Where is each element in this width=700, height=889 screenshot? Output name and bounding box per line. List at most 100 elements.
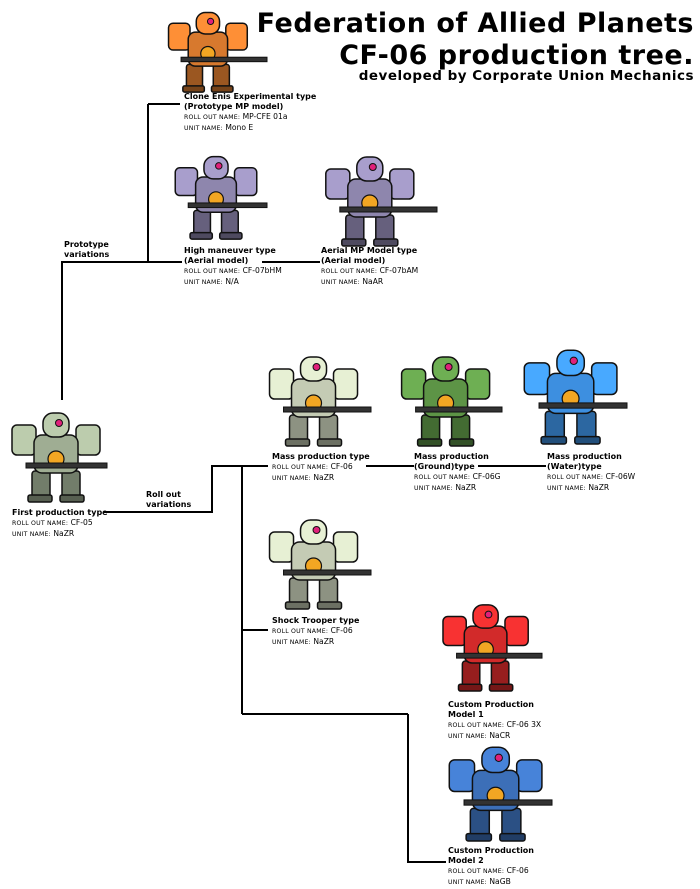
unit-name-line: Mass production [414, 452, 489, 461]
mech-shoulder [515, 759, 543, 793]
mech-foot [316, 601, 343, 610]
mech-foot [488, 683, 514, 692]
unit-card-custom-2: Custom Production Model 2 ROLL OUT NAME:… [448, 846, 534, 886]
mech-eye [312, 363, 321, 371]
mech-foot [182, 85, 206, 93]
rollout-value: CF-07bHM [242, 266, 282, 275]
connector-custom-vertical [407, 714, 446, 863]
unit-name-line: (Aerial model) [184, 256, 249, 265]
mech-foot [284, 601, 311, 610]
connector-rollout-trunk [104, 465, 268, 513]
unit-name-line: Custom Production [448, 846, 534, 855]
mech-illustration-mass-production [268, 356, 372, 447]
mech-eye [494, 753, 503, 762]
mech-eye [312, 526, 321, 534]
unit-name-line: Shock Trooper type [272, 616, 360, 625]
rollout-value: CF-06 [330, 626, 353, 635]
mech-foot [189, 231, 214, 240]
unit-value: NaZR [588, 483, 610, 492]
unit-name-line: Aerial MP Model type [321, 246, 418, 255]
mech-eye [206, 17, 215, 26]
mech-foot [210, 85, 234, 93]
unit-name-line: Mass production type [272, 452, 370, 461]
mech-weapon [187, 202, 268, 209]
rollout-value: CF-06G [472, 472, 501, 481]
mech-shoulder [268, 368, 295, 400]
mech-illustration-custom-2 [448, 746, 553, 842]
unit-name-line: High maneuver type [184, 246, 276, 255]
mech-shoulder [325, 168, 351, 200]
rollout-value: CF-07bAM [379, 266, 419, 275]
unit-card-custom-1: Custom Production Model 1 ROLL OUT NAME:… [448, 700, 542, 740]
unit-value: NaGB [489, 877, 511, 886]
mech-foot [416, 438, 443, 447]
mech-illustration-shock-trooper [268, 519, 372, 610]
unit-card-clone: Clone Enis Experimental type (Prototype … [184, 92, 317, 132]
mech-foot [59, 494, 85, 503]
mech-shoulder [332, 368, 359, 400]
connector-prototype-trunk [61, 261, 148, 400]
rollout-value: CF-06 [506, 866, 529, 875]
mech-foot [499, 832, 526, 842]
mech-shoulder [11, 424, 37, 456]
mech-foot [373, 238, 399, 247]
unit-value: NaZR [313, 637, 335, 646]
mech-foot [448, 438, 475, 447]
mech-shoulder [233, 166, 258, 197]
unit-name-line: Custom Production [448, 700, 534, 709]
rollout-value: CF-06W [605, 472, 636, 481]
mech-shoulder [590, 362, 618, 396]
rollout-value: MP-CFE 01a [242, 112, 288, 121]
unit-name-line: Model 1 [448, 710, 484, 719]
unit-value: N/A [225, 277, 239, 286]
unit-name-line: (Ground)type [414, 462, 475, 471]
mech-eye [55, 419, 63, 427]
mech-shoulder [225, 22, 249, 51]
unit-card-mass-production: Mass production type ROLL OUT NAME: CF-0… [272, 452, 370, 482]
mech-eye [368, 163, 377, 171]
mech-eye [444, 363, 453, 371]
unit-card-shock-trooper: Shock Trooper type ROLL OUT NAME: CF-06 … [272, 616, 360, 646]
mech-weapon [180, 56, 268, 63]
unit-card-aerial-mp: Aerial MP Model type (Aerial model) ROLL… [321, 246, 419, 286]
unit-card-ground: Mass production (Ground)type ROLL OUT NA… [414, 452, 501, 492]
unit-name-line: First production type [12, 508, 108, 517]
mech-eye [484, 610, 493, 619]
mech-illustration-aerial-mp [325, 156, 438, 247]
mech-weapon [456, 652, 543, 659]
mech-shoulder [167, 22, 191, 51]
mech-illustration-first-production [11, 412, 108, 503]
mech-eye [215, 162, 223, 170]
mech-shoulder [400, 368, 427, 400]
mech-illustration-ground [400, 356, 503, 447]
mech-eye [569, 356, 578, 365]
mech-shoulder [75, 424, 101, 456]
mech-shoulder [504, 615, 529, 647]
mech-shoulder [448, 759, 476, 793]
mech-shoulder [174, 166, 199, 197]
rollout-value: CF-05 [70, 518, 93, 527]
mech-weapon [283, 569, 372, 576]
mech-illustration-high-maneuver [174, 155, 268, 240]
unit-value: NaZR [53, 529, 75, 538]
unit-value: NaZR [313, 473, 335, 482]
mech-foot [465, 832, 493, 842]
unit-value: NaAR [362, 277, 384, 286]
mech-shoulder [523, 362, 551, 396]
mech-foot [457, 683, 483, 692]
title-line-2: CF-06 production tree. [339, 40, 694, 71]
title-line-1: Federation of Allied Planets [256, 8, 694, 39]
unit-card-high-maneuver: High maneuver type (Aerial model) ROLL O… [184, 246, 282, 286]
unit-name-line: Clone Enis Experimental type [184, 92, 317, 101]
mech-illustration-custom-1 [442, 604, 543, 692]
mech-foot [574, 435, 601, 445]
unit-name-line: (Water)type [547, 462, 602, 471]
title-line-3: developed by Corporate Union Mechanics [358, 68, 694, 84]
mech-shoulder [332, 531, 359, 563]
unit-card-first-production: First production type ROLL OUT NAME: CF-… [12, 508, 108, 538]
mech-foot [540, 435, 568, 445]
unit-name-line: (Prototype MP model) [184, 102, 284, 111]
unit-value: NaZR [455, 483, 477, 492]
